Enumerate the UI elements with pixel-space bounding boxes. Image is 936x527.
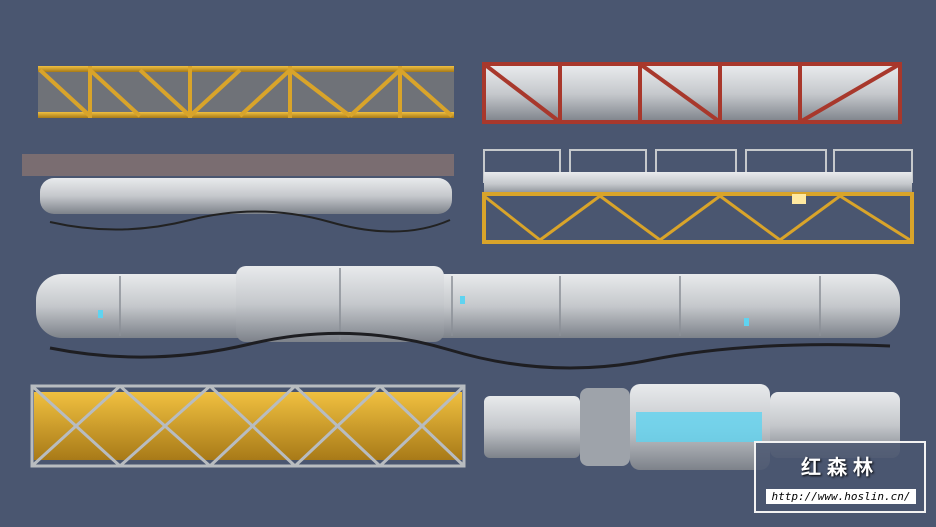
- red-truss-pipe: [482, 62, 902, 124]
- yellow-truss-pipe: [38, 66, 454, 118]
- caged-yellow-pipes: [30, 384, 466, 468]
- watermark-title: 红森林: [801, 455, 879, 479]
- yellow-platform-pipe: [482, 149, 914, 244]
- watermark: 红森林 http://www.hoslin.cn/: [754, 441, 926, 513]
- watermark-url: http://www.hoslin.cn/: [766, 489, 916, 504]
- long-sci-fi-pipe: [36, 266, 900, 370]
- mesh-covered-pipe: [22, 154, 454, 233]
